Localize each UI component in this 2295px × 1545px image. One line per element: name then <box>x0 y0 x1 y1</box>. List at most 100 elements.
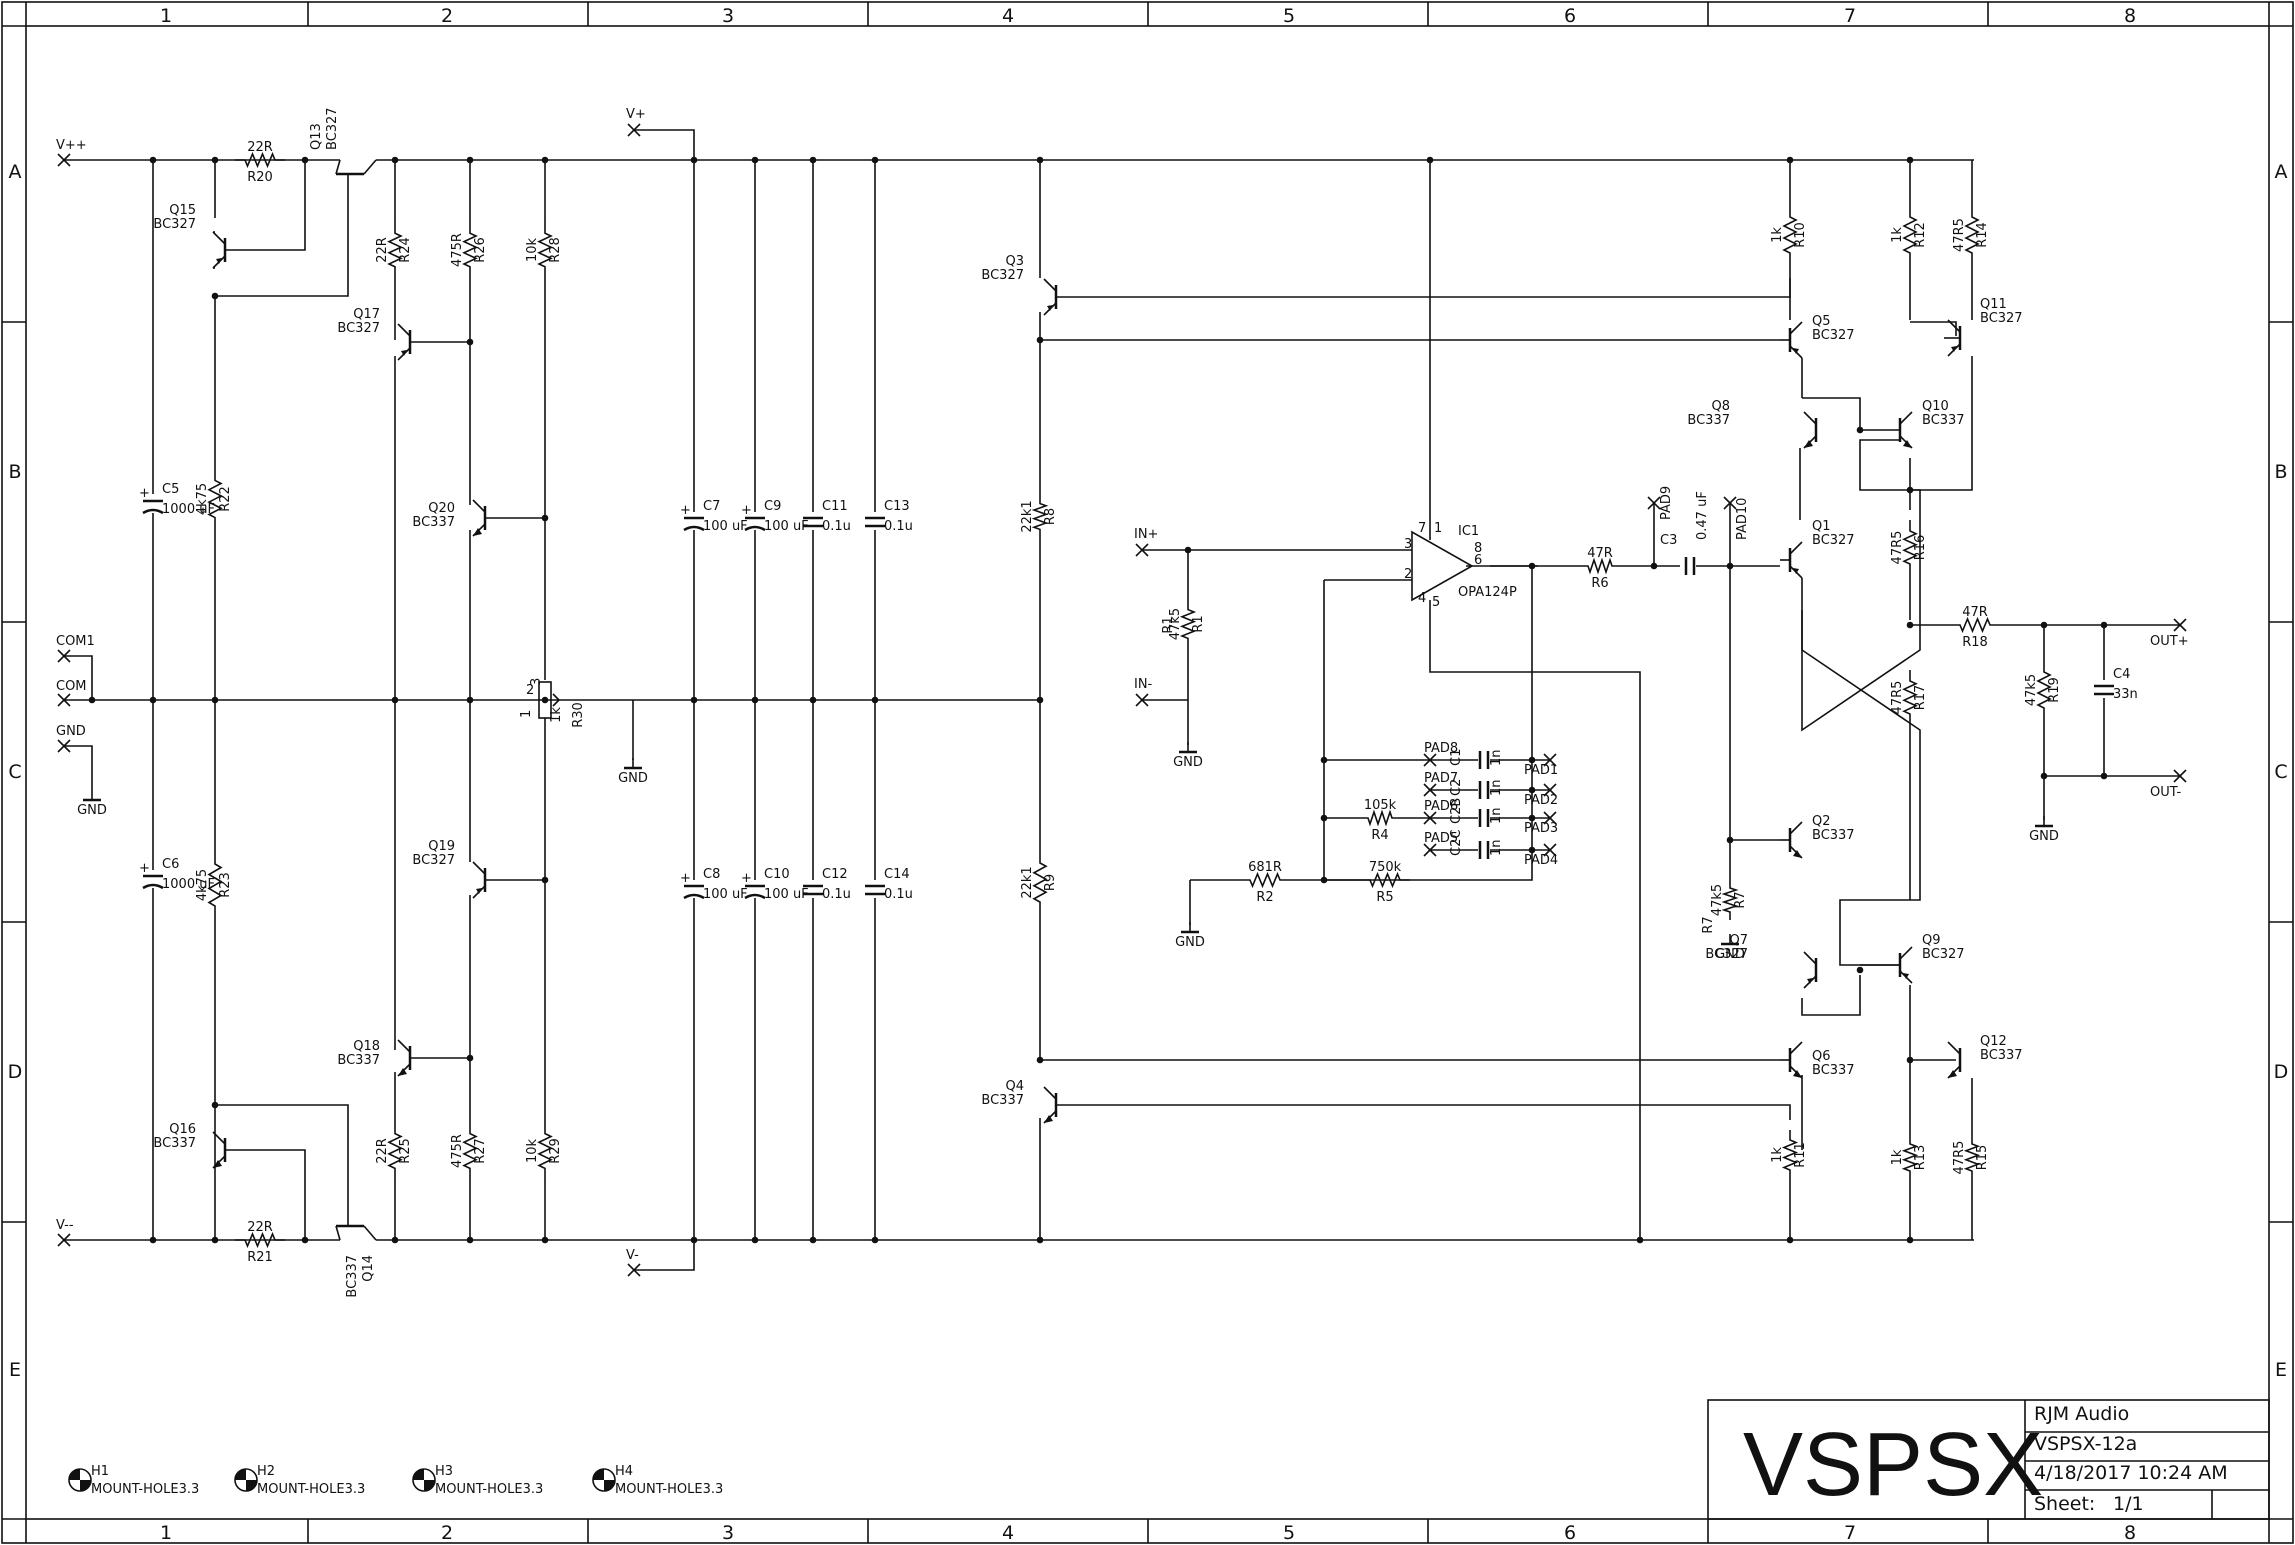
junction-dot <box>466 338 474 346</box>
pad7-label: PAD7 <box>1424 771 1458 786</box>
in-minus-cross-b <box>1135 693 1149 707</box>
wire <box>225 1149 306 1240</box>
c1-value: 1n <box>1489 749 1504 766</box>
wire <box>363 159 377 175</box>
sheet-label: Sheet: <box>2034 1493 2095 1515</box>
r1-ref-alt: R1 <box>1161 616 1176 633</box>
zone-row-left: A <box>9 161 22 183</box>
junction-dot <box>2040 621 2048 629</box>
junction-dot <box>1906 1236 1914 1244</box>
company-name: RJM Audio <box>2034 1403 2129 1425</box>
q14-type: BC337 <box>345 1255 360 1298</box>
zone-col-top: 2 <box>441 5 453 27</box>
r23-ref: R23 <box>218 872 233 898</box>
q2-arrow <box>1793 850 1802 858</box>
q2-type: BC337 <box>1812 828 1855 843</box>
pad4-label: PAD4 <box>1524 853 1558 868</box>
q12-ref: Q12 <box>1980 1034 2007 1049</box>
in-plus-label: IN+ <box>1134 527 1158 542</box>
junction-dot <box>301 1236 309 1244</box>
r10-ref: R10 <box>1793 222 1808 248</box>
wire <box>1429 600 1641 1240</box>
junction-dot <box>466 696 474 704</box>
r2-resistor <box>1240 871 1290 889</box>
q3-type: BC327 <box>981 268 1024 283</box>
c9-capacitor-plate <box>744 525 766 532</box>
junction-dot <box>391 696 399 704</box>
q5-type: BC327 <box>1812 328 1855 343</box>
q19-type: BC327 <box>412 853 455 868</box>
zone-row-left: C <box>8 761 21 783</box>
r30-wiper-arrow <box>552 693 560 707</box>
vpp-label: V++ <box>56 138 87 153</box>
junction-dot <box>751 1236 759 1244</box>
r25-ref: R25 <box>398 1138 413 1164</box>
q20-type: BC337 <box>412 515 455 530</box>
junction-dot <box>211 1236 219 1244</box>
zone-col-bottom: 1 <box>160 1522 172 1544</box>
c9-value: 100 uF <box>764 519 809 534</box>
r27-value: 475R <box>450 1134 465 1168</box>
out-minus-cross-b <box>2173 769 2187 783</box>
q17-ref: Q17 <box>353 307 380 322</box>
q7-type: BC327 <box>1705 947 1748 962</box>
q8-arrow <box>1804 440 1813 448</box>
wire <box>1324 566 1533 881</box>
junction-dot <box>541 514 549 522</box>
junction-dot <box>690 696 698 704</box>
wire <box>1802 397 1861 430</box>
r23-resistor <box>207 850 223 920</box>
ic1-pin-8: 8 <box>1474 541 1482 556</box>
mount-hole-fill <box>69 1469 80 1480</box>
pad9-cross-b <box>1647 496 1661 510</box>
r18-ref: R18 <box>1962 635 1988 650</box>
com1-label: COM1 <box>56 634 95 649</box>
zone-col-top: 1 <box>160 5 172 27</box>
pad10-cross-b <box>1723 496 1737 510</box>
junction-dot <box>2100 772 2108 780</box>
wire <box>225 160 306 251</box>
r1-value: 47k5 <box>1168 608 1183 640</box>
junction-layer <box>88 156 2108 1244</box>
q10-type: BC337 <box>1922 413 1965 428</box>
pad-cross-b <box>1423 783 1437 797</box>
wire <box>363 1225 377 1241</box>
r19-ref: R19 <box>2047 677 2062 703</box>
r6-ref: R6 <box>1591 576 1608 591</box>
r10-value: 1k <box>1770 227 1785 243</box>
pad8-label: PAD8 <box>1424 741 1458 756</box>
r13-ref: R13 <box>1913 1145 1928 1171</box>
junction-dot <box>1426 156 1434 164</box>
pad5-label: PAD5 <box>1424 831 1458 846</box>
wire <box>1056 278 1791 298</box>
junction-dot <box>391 1236 399 1244</box>
r22-resistor <box>207 468 223 530</box>
junction-dot <box>149 696 157 704</box>
r5-resistor <box>1360 871 1410 889</box>
r8-resistor <box>1031 495 1049 538</box>
r26-ref: R26 <box>473 237 488 263</box>
c7-capacitor-plate <box>683 525 705 532</box>
r1-ref: R1 <box>1191 615 1206 632</box>
q4-collector <box>1043 1086 1057 1100</box>
q4-arrow <box>1044 1115 1053 1123</box>
r4-value: 105k <box>1364 798 1397 813</box>
junction-dot <box>1856 426 1864 434</box>
com-cross-b <box>57 693 71 707</box>
r9-value: 22k1 <box>1020 866 1035 898</box>
q16-arrow <box>213 1160 222 1168</box>
r7-resistor <box>1721 880 1739 920</box>
q9-arrow <box>1903 973 1909 979</box>
r14-ref: R14 <box>1975 222 1990 248</box>
junction-dot <box>1528 756 1536 764</box>
zone-row-right: E <box>2275 1359 2287 1381</box>
r7-value: 47k5 <box>1710 884 1725 916</box>
r20-value: 22R <box>247 140 273 155</box>
junction-dot <box>1906 621 1914 629</box>
junction-dot <box>1528 786 1536 794</box>
com-label: COM <box>56 679 87 694</box>
pad3-label: PAD3 <box>1524 821 1558 836</box>
c5-value: 1000 uF <box>162 502 215 517</box>
